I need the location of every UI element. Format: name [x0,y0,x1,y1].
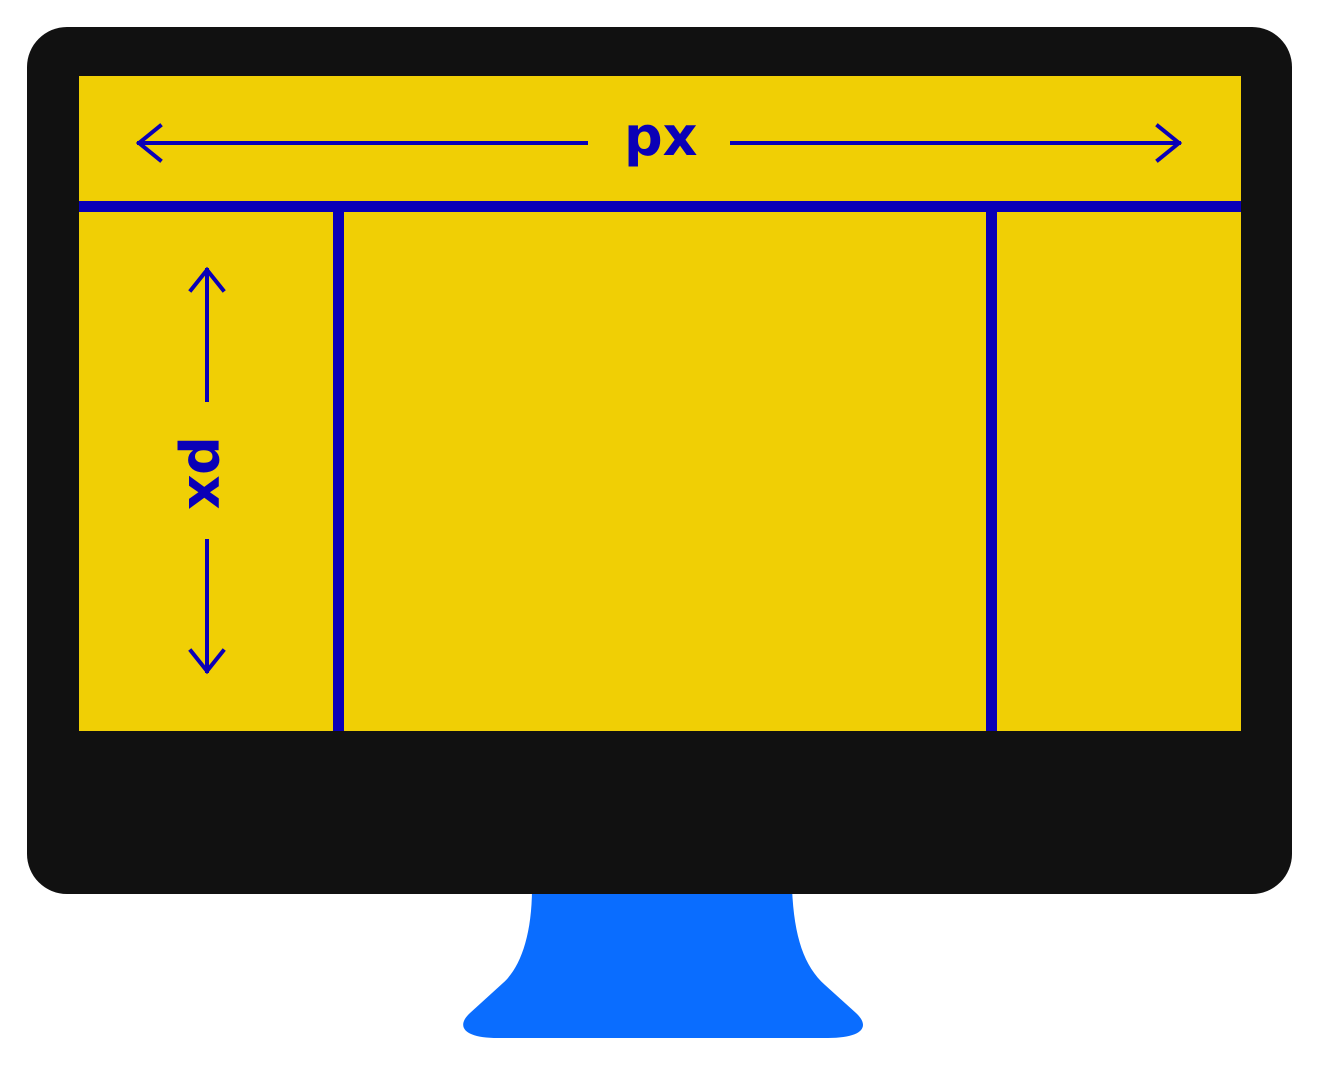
screen-layout: px px [79,76,1241,731]
height-unit-label: px [176,436,239,510]
width-arrow-right-head [1155,123,1183,163]
height-arrow-bottom-head [188,648,226,675]
width-unit-label: px [624,105,698,168]
height-arrow-top-head [188,266,226,293]
left-column-divider [333,206,344,731]
width-arrow-left-head [135,123,163,163]
monitor-stand-shape [463,888,864,1038]
dimension-arrows [135,123,1183,675]
header-divider [79,201,1241,212]
right-column-divider [986,206,997,731]
